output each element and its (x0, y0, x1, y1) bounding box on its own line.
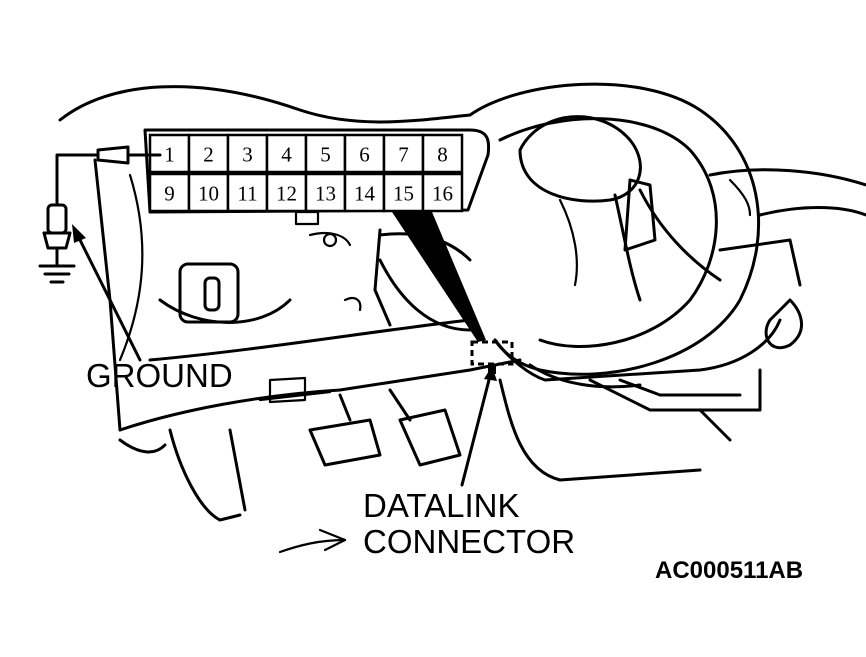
pin-label: 2 (203, 143, 214, 167)
pin-cell (187, 133, 230, 174)
pin-cell (382, 172, 425, 213)
ground-label: GROUND (86, 357, 233, 394)
ground-test-lead (42, 145, 162, 267)
connector-key-tab (294, 210, 320, 226)
pin-label: 1 (164, 143, 175, 167)
pin-cell (304, 133, 347, 174)
pin-label: 10 (198, 182, 219, 206)
pin-label: 15 (393, 182, 414, 206)
pin-label: 12 (276, 182, 297, 206)
pin-label: 7 (398, 143, 409, 167)
enlargement-pointer (392, 212, 486, 342)
pin-label: 8 (437, 143, 448, 167)
pin-cell (226, 133, 269, 174)
pin-label: 3 (242, 143, 253, 167)
pin-cell (265, 133, 308, 174)
pin-cell (421, 172, 464, 213)
pin-label: 4 (281, 143, 292, 167)
pin-label: 11 (237, 182, 257, 206)
pin-cell (421, 133, 464, 174)
datalink-label-line2: CONNECTOR (363, 523, 575, 560)
figure-id: AC000511AB (655, 557, 803, 584)
connector-leader-arrow (484, 366, 497, 381)
pin-label: 13 (315, 182, 336, 206)
pin-label: 5 (320, 143, 331, 167)
pin-label: 16 (432, 182, 453, 206)
ground-symbol-icon (38, 264, 76, 284)
connector-leader-line (460, 374, 492, 487)
pin-label: 14 (354, 182, 376, 206)
pin-label: 6 (359, 143, 370, 167)
connector-housing (143, 128, 491, 214)
pin-cell (343, 172, 386, 213)
dashboard-line-art (58, 82, 866, 554)
datalink-label-line1: DATALINK (363, 487, 519, 524)
leader-lines (72, 224, 497, 487)
pin-label: 9 (164, 182, 175, 206)
ground-leader-line (74, 230, 142, 362)
ground-leader-arrow (72, 224, 86, 243)
